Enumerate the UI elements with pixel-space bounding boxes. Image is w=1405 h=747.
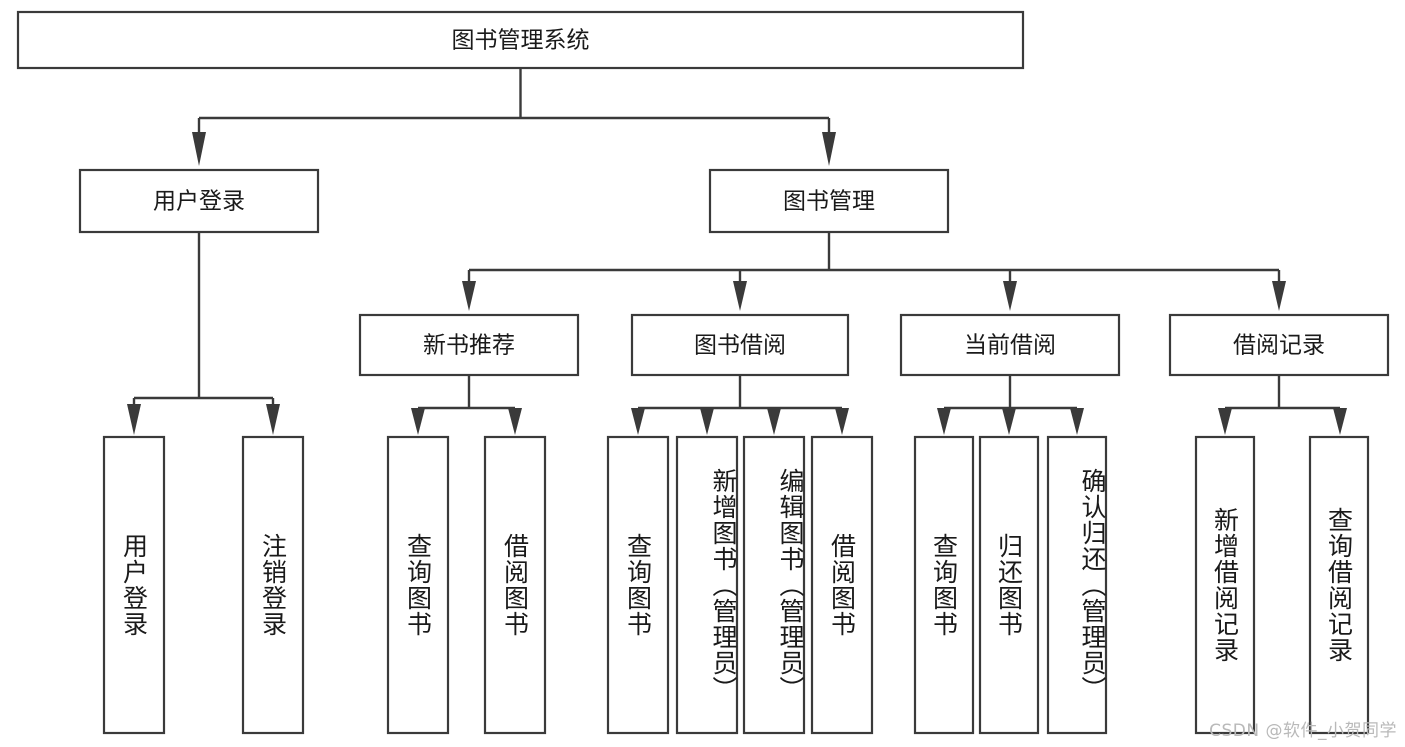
arrow-head-leaf-confirm-return [1070, 408, 1084, 435]
leaf-box-add-borrow-record[interactable] [1194, 435, 1256, 735]
arrow-head-borrow [733, 281, 747, 311]
node-box-book-management[interactable] [708, 168, 950, 234]
arrow-head-new-book [462, 281, 476, 311]
connector-group-record-children [1218, 375, 1347, 435]
arrow-head-user-login [192, 132, 206, 166]
leaf-box-query-book-current[interactable] [913, 435, 975, 735]
arrow-head-leaf-user-login [127, 404, 141, 435]
leaf-box-borrow-book[interactable] [810, 435, 874, 735]
arrow-head-book-mgmt [822, 132, 836, 166]
leaf-box-return-book[interactable] [978, 435, 1040, 735]
arrow-head-leaf-borrow-book-1 [508, 408, 522, 435]
csdn-watermark: CSDN @软件_小贺同学 [1209, 721, 1397, 741]
arrow-head-leaf-add-record [1218, 408, 1232, 435]
node-label-borrow-record: 借阅记录 [1233, 333, 1325, 359]
node-label-root: 图书管理系统 [452, 28, 590, 54]
leaf-box-edit-book-admin[interactable] [742, 435, 806, 735]
node-label-new-book-recommend: 新书推荐 [423, 333, 515, 359]
leaf-box-confirm-return-admin[interactable] [1046, 435, 1108, 735]
node-box-root[interactable] [16, 10, 1025, 70]
arrow-head-leaf-query-book-1 [411, 408, 425, 435]
arrow-head-leaf-return-book [1002, 408, 1016, 435]
node-box-book-borrow[interactable] [630, 313, 850, 377]
leaf-box-query-borrow-record[interactable] [1308, 435, 1370, 735]
arrow-head-current [1003, 281, 1017, 311]
connector-group-borrow-children [631, 375, 849, 435]
leaf-box-borrow-book-recommend[interactable] [483, 435, 547, 735]
arrow-head-record [1272, 281, 1286, 311]
node-box-borrow-record[interactable] [1168, 313, 1390, 377]
arrow-head-leaf-logout [266, 404, 280, 435]
node-box-current-borrow[interactable] [899, 313, 1121, 377]
node-label-user-login: 用户登录 [153, 189, 245, 215]
connector-group-current-children [937, 375, 1084, 435]
arrow-head-leaf-add-book [700, 408, 714, 435]
connector-group-new-book-children [411, 375, 522, 435]
arrow-head-leaf-edit-book [767, 408, 781, 435]
leaf-box-user-login[interactable] [102, 435, 166, 735]
leaf-box-query-book-borrow[interactable] [606, 435, 670, 735]
arrow-head-leaf-query-record [1333, 408, 1347, 435]
node-label-book-borrow: 图书借阅 [694, 333, 786, 359]
connector-group-book-mgmt-to-level3 [462, 232, 1286, 311]
node-box-user-login[interactable] [78, 168, 320, 234]
arrow-head-leaf-query-book-3 [937, 408, 951, 435]
arrow-head-leaf-borrow-book-2 [835, 408, 849, 435]
node-label-current-borrow: 当前借阅 [964, 333, 1056, 359]
connector-group-root-to-level2 [192, 68, 836, 166]
node-box-new-book-recommend[interactable] [358, 313, 580, 377]
leaf-box-add-book-admin[interactable] [675, 435, 739, 735]
connector-group-user-login-children [127, 232, 280, 435]
leaf-box-logout[interactable] [241, 435, 305, 735]
node-label-book-management: 图书管理 [783, 189, 875, 215]
leaf-box-query-book-recommend[interactable] [386, 435, 450, 735]
arrow-head-leaf-query-book-2 [631, 408, 645, 435]
